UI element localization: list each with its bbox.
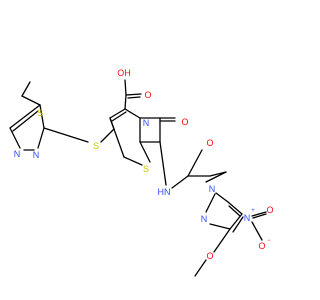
- molecule-diagram: OH O O N S H​N O S S N N N N N + O O − O: [9, 68, 274, 277]
- bond-9: [100, 128, 115, 143]
- bond-36: [227, 201, 243, 215]
- atom-carboxyl-oh: OH: [117, 68, 131, 78]
- bonds-layer: [9, 79, 267, 277]
- bond-18: [124, 94, 127, 110]
- bond-44: [194, 259, 207, 277]
- bond-43: [213, 228, 231, 253]
- nitro-o-charge: −: [267, 238, 271, 244]
- bond-17: [111, 111, 127, 122]
- bond-2: [37, 127, 45, 149]
- atom-amide-n: H​N: [158, 187, 171, 197]
- atom-labels-layer: OH O O N S H​N O S S N N N N N + O O − O: [14, 68, 274, 261]
- bond-27: [159, 141, 167, 186]
- bond-3: [9, 127, 21, 149]
- bond-32: [205, 171, 227, 183]
- nitro-n-charge: +: [251, 208, 255, 214]
- atom-thioether-s: S: [93, 141, 99, 151]
- atom-thiadiazole-s: S: [37, 108, 43, 118]
- bond-33: [205, 193, 216, 213]
- bond-4: [9, 104, 41, 129]
- bond-0: [21, 95, 41, 106]
- atom-methoxy-o: O: [206, 251, 213, 261]
- atom-thiadiazole-n1: N: [14, 149, 21, 159]
- bond-20: [125, 93, 142, 96]
- bond-40: [251, 211, 267, 217]
- bond-14: [139, 141, 151, 163]
- bond-34: [209, 223, 231, 230]
- bond-29: [187, 149, 203, 177]
- atom-carboxyl-o: O: [144, 90, 151, 100]
- bond-39: [232, 216, 244, 233]
- bond-11: [109, 108, 126, 119]
- bond-1: [39, 104, 45, 129]
- bond-7: [21, 81, 31, 97]
- atom-nitro-n: N: [244, 213, 251, 223]
- bond-5: [12, 110, 39, 132]
- bond-19: [124, 79, 127, 96]
- bond-21: [127, 96, 141, 99]
- bond-38: [228, 205, 241, 217]
- atom-nitro-o-minus: O: [258, 241, 265, 251]
- atom-amide-o: O: [206, 138, 213, 148]
- bond-16: [109, 117, 125, 158]
- atom-lactam-o: O: [181, 117, 188, 127]
- bond-15: [123, 156, 143, 166]
- bond-8: [43, 127, 89, 143]
- bond-41: [251, 221, 263, 241]
- atom-ring-n: N: [143, 118, 150, 128]
- atom-nitro-o-top: O: [266, 205, 273, 215]
- bond-42: [252, 213, 267, 219]
- bond-12: [124, 108, 141, 119]
- atom-thiazine-s: S: [143, 164, 149, 174]
- bond-28: [171, 175, 189, 189]
- atom-pyrazole-n1: N: [209, 184, 216, 194]
- atom-thiadiazole-n2: N: [33, 150, 40, 160]
- atom-pyrazole-n2: N: [201, 214, 208, 224]
- bond-37: [215, 192, 229, 203]
